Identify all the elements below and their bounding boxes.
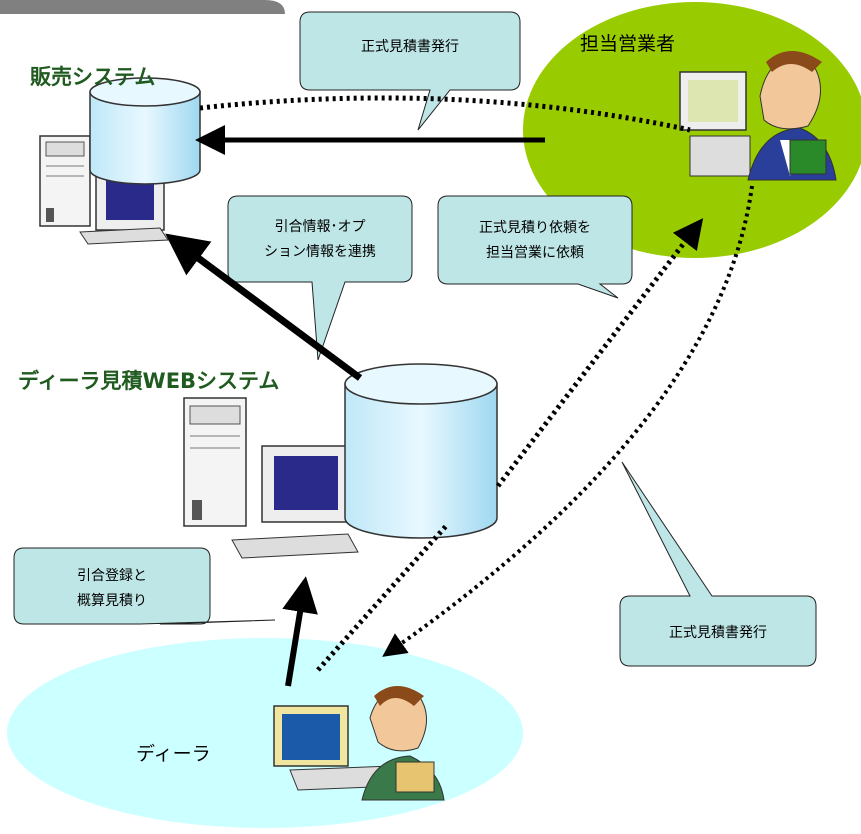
callout-request: 正式見積り依頼を 担当営業に依頼 bbox=[437, 195, 633, 299]
dotted-link-sales-rep bbox=[199, 95, 691, 133]
dealer-label: ディーラ bbox=[136, 743, 211, 765]
arrow-link-info-to-sales-system bbox=[165, 233, 363, 381]
callout-request-line2: 担当営業に依頼 bbox=[486, 245, 584, 261]
callout-link-info-line1: 引合情報･オプ bbox=[275, 219, 366, 235]
callout-formal-quote-bottom-text: 正式見積書発行 bbox=[669, 625, 767, 641]
dealer-area bbox=[7, 638, 523, 828]
dealer-person-icon bbox=[273, 686, 445, 801]
callout-link-info: 引合情報･オプ ション情報を連携 bbox=[227, 195, 413, 361]
dealer-web-system-title: ディーラ見積WEBシステム bbox=[18, 369, 279, 393]
callout-formal-quote-top-text: 正式見積書発行 bbox=[361, 39, 459, 55]
callout-register-line1: 引合登録と bbox=[77, 568, 147, 584]
arrow-request-to-sales-rep bbox=[496, 218, 704, 488]
callout-request-line1: 正式見積り依頼を bbox=[479, 220, 591, 236]
callout-formal-quote-bottom: 正式見積書発行 bbox=[619, 461, 817, 667]
sales-rep-person-icon bbox=[679, 51, 837, 181]
dealer-server-tower bbox=[183, 397, 247, 527]
sales-system-title: 販売システム bbox=[30, 65, 155, 89]
callout-register-line2: 概算見積り bbox=[77, 593, 147, 609]
arrow-register-to-web-system bbox=[282, 576, 318, 687]
dealer-database bbox=[344, 363, 498, 539]
window-tab-fragment bbox=[0, 0, 285, 14]
callout-link-info-line2: ション情報を連携 bbox=[264, 244, 376, 260]
dealer-monitor bbox=[231, 445, 359, 559]
callout-formal-quote-top: 正式見積書発行 bbox=[299, 11, 521, 131]
sales-database bbox=[89, 77, 201, 185]
callout-register: 引合登録と 概算見積り bbox=[13, 547, 276, 625]
sales-server-tower bbox=[39, 135, 91, 227]
sales-rep-label: 担当営業者 bbox=[580, 33, 675, 55]
